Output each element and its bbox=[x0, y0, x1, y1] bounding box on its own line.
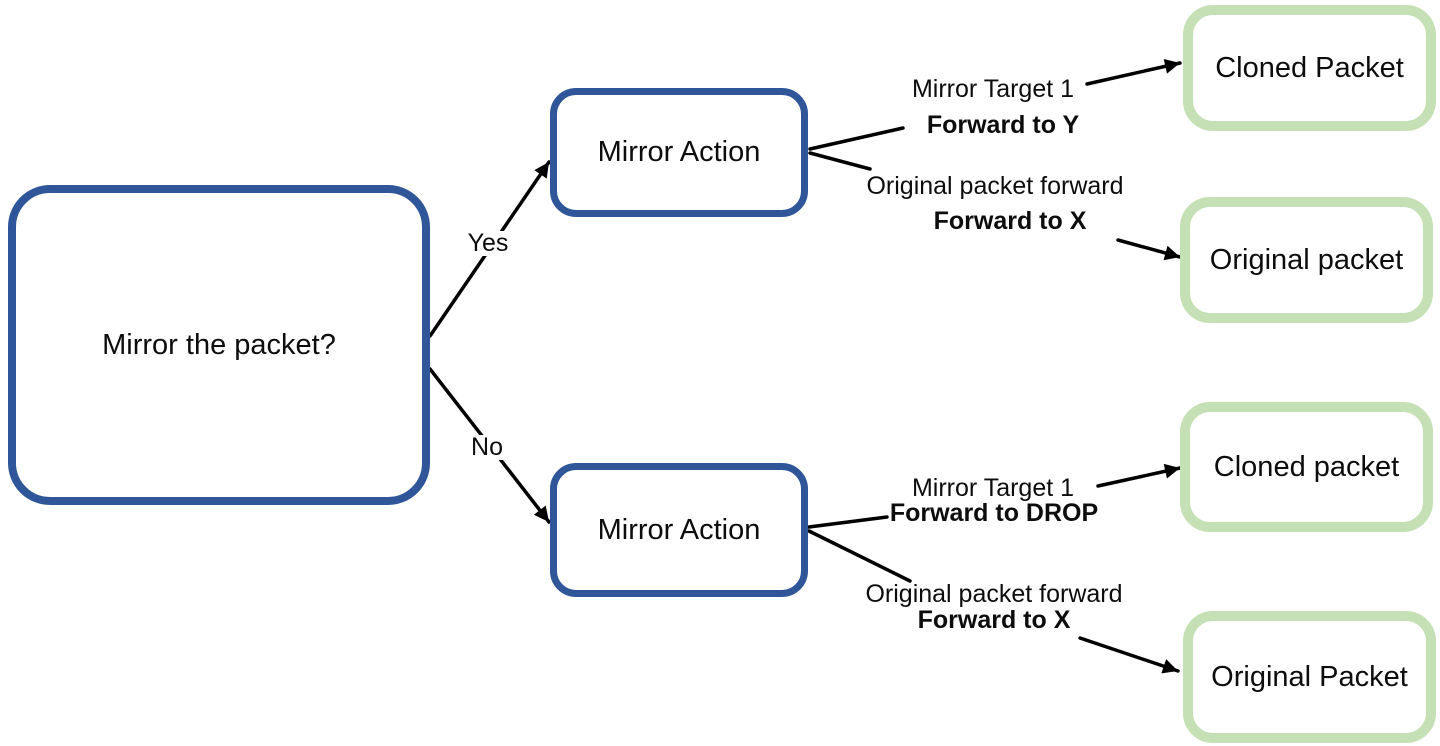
result-box-cloned-packet-yes: Cloned Packet bbox=[1183, 5, 1436, 131]
result-box-cloned-packet-no: Cloned packet bbox=[1180, 402, 1433, 532]
no-forward-to-x-label: Forward to X bbox=[917, 606, 1071, 634]
decision-label: Mirror the packet? bbox=[102, 328, 336, 361]
yes-original-forward-label: Original packet forward bbox=[866, 172, 1124, 200]
mirror-action-label-yes: Mirror Action bbox=[597, 136, 761, 168]
no-branch-label: No bbox=[468, 435, 506, 460]
yes-fan-upper-line bbox=[808, 126, 905, 151]
yes-mirror-target-label: Mirror Target 1 bbox=[911, 75, 1075, 103]
result-box-original-packet-no: Original Packet bbox=[1183, 611, 1436, 743]
result-label: Cloned Packet bbox=[1215, 51, 1404, 84]
decision-box: Mirror the packet? bbox=[8, 185, 430, 505]
result-label: Original packet bbox=[1209, 243, 1404, 276]
mirror-action-box-no: Mirror Action bbox=[550, 463, 808, 597]
no-forward-to-drop-label: Forward to DROP bbox=[889, 499, 1099, 527]
no-cloned-packet-arrow bbox=[1096, 463, 1182, 488]
mirror-action-box-yes: Mirror Action bbox=[550, 88, 808, 217]
yes-cloned-packet-arrow bbox=[1085, 58, 1182, 86]
no-mirror-target-label: Mirror Target 1 bbox=[911, 474, 1075, 502]
no-original-forward-label: Original packet forward bbox=[865, 580, 1123, 608]
no-original-packet-arrow bbox=[1078, 636, 1180, 674]
no-fan-upper-line bbox=[807, 515, 889, 529]
no-fan-lower-line bbox=[807, 529, 912, 583]
yes-fan-lower-line bbox=[808, 151, 872, 171]
yes-forward-to-x-label: Forward to X bbox=[933, 207, 1087, 235]
yes-forward-to-y-label: Forward to Y bbox=[926, 111, 1080, 139]
result-label: Original Packet bbox=[1211, 660, 1408, 693]
mirror-action-label-no: Mirror Action bbox=[597, 513, 761, 546]
result-label: Cloned packet bbox=[1213, 450, 1400, 483]
result-box-original-packet-yes: Original packet bbox=[1180, 197, 1433, 323]
yes-original-packet-arrow bbox=[1116, 238, 1182, 261]
yes-branch-label: Yes bbox=[464, 231, 512, 256]
